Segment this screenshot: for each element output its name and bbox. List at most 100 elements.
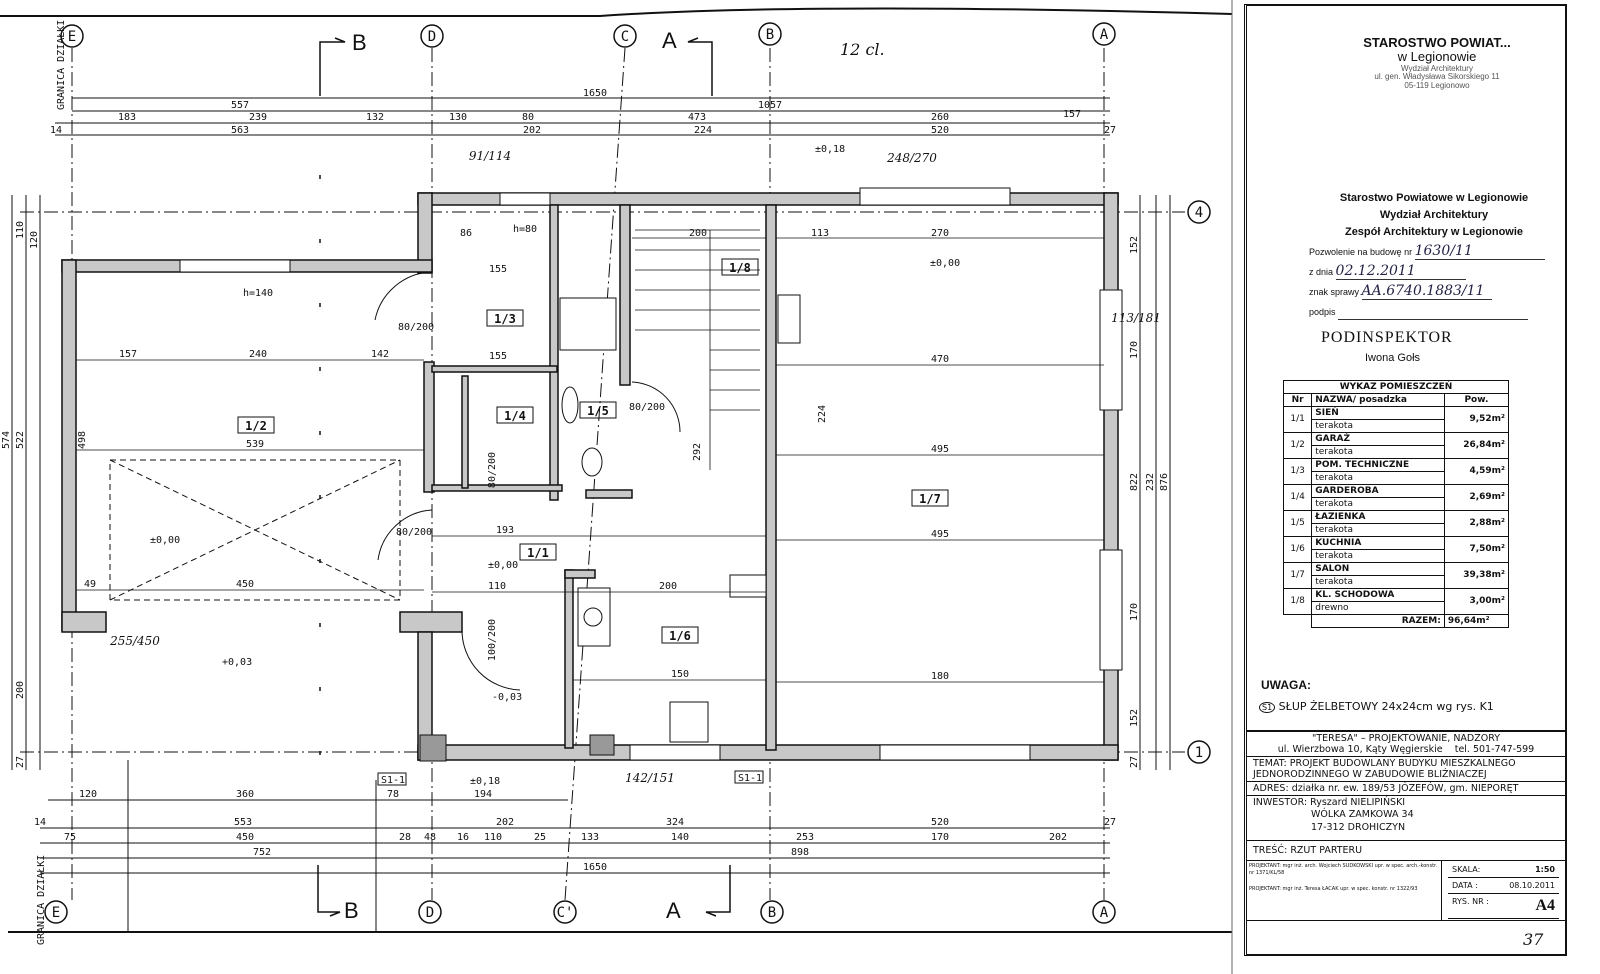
room-number: 1/8 [1282,588,1313,615]
drawing-number: A4 [1535,897,1555,915]
column-header: Nr [1282,393,1313,407]
axis-label-d: D [426,905,434,921]
dim-bottom: 16 [457,832,469,843]
date-label: DATA : [1452,881,1478,891]
room-name: SIEŃ [1311,406,1445,420]
dim-bottom: 324 [666,817,684,828]
axis-label-e: E [52,905,60,921]
room-floor: terakota [1311,575,1445,589]
room-tag-1-3: 1/3 [494,312,516,326]
designer-2: PROJEKTANT: mgr inż. Teresa ŁACAK upr. w… [1249,886,1418,893]
column-header: Pow. [1443,393,1510,407]
room-tag-1-2: 1/2 [245,419,267,433]
dim-bottom: 170 [931,832,949,843]
room-floor: terakota [1311,445,1445,459]
level-mark: ±0,18 [815,144,845,155]
room-area: 2,88m² [1443,510,1510,537]
dim-bottom: 553 [234,817,252,828]
title-block: STAROSTWO POWIAT... w Legionowie Wydział… [1244,4,1567,956]
dim-left: 498 [77,431,88,449]
dim-interior: 495 [931,529,949,540]
section-lines [317,37,731,917]
door-tag: 80/200 [396,527,432,538]
note-item: S1 SŁUP ŻELBETOWY 24x24cm wg rys. K1 [1259,700,1494,715]
axis-label-a: A [1100,905,1109,921]
dim-bottom: 28 [399,832,411,843]
topic: PROJEKT BUDOWLANY BUDYKU MIESZKALNEGO JE… [1253,758,1516,780]
room-tag-1-1: 1/1 [527,546,549,560]
handwritten-note: 12 cl. [840,40,885,59]
door-tag: 100/200 [487,619,498,661]
level-mark: ±0,00 [488,560,518,571]
room-name: KUCHNIA [1311,536,1445,550]
dimension-lines-side [11,195,1171,770]
dim-interior: 49 [84,579,96,590]
topic-label: TEMAT: [1253,758,1287,769]
room-area: 26,84m² [1443,432,1510,459]
room-number: 1/4 [1282,484,1313,511]
axis-label-e: E [68,29,76,45]
dim-interior: 86 [460,228,472,239]
dim-top: 1057 [758,100,782,111]
axis-label-a: A [1100,27,1109,43]
dim-top: 130 [449,112,467,123]
fixtures [419,294,801,762]
room-floor: terakota [1311,419,1445,433]
dim-top: 239 [249,112,267,123]
dim-right: 152 [1129,236,1140,254]
dim-top: 1650 [583,88,607,99]
walls [61,192,1119,761]
room-name: SALON [1311,562,1445,576]
room-floor: terakota [1311,523,1445,537]
total-label: RAZEM: [1311,614,1445,628]
room-number: 1/1 [1282,406,1313,433]
axis-label-c-prime: C' [557,905,574,921]
dim-bottom: 110 [484,832,502,843]
axis-label-1: 1 [1195,745,1203,761]
dim-interior: 200 [659,581,677,592]
column-tag: S1-1 [381,775,405,786]
dim-bottom: 898 [791,847,809,858]
dim-bottom: 120 [79,789,97,800]
dim-left: 574 [1,431,12,449]
page-number: 37 [1523,930,1544,949]
office-stamp: STAROSTWO POWIAT... w Legionowie Wydział… [1327,35,1547,91]
room-name: GARDEROBA [1311,484,1445,498]
section-mark-a: A [666,898,681,923]
scale-value: 1:50 [1535,865,1555,875]
dim-bottom: 450 [236,832,254,843]
dim-top: 27 [1104,125,1116,136]
room-name: GARAŻ [1311,432,1445,446]
room-tag-1-4: 1/4 [504,409,526,423]
dim-left: 110 [15,221,26,239]
axis-label-c: C [621,29,629,45]
dim-right: 822 [1129,473,1140,491]
dim-right: 170 [1129,603,1140,621]
doors [109,271,681,691]
grid-axes [20,47,1185,901]
axis-bubbles [44,22,1211,924]
dim-bottom: 194 [474,789,492,800]
window-tag: 142/151 [625,771,675,785]
dim-right: 27 [1129,756,1140,768]
site-address: działka nr. ew. 189/53 JÓZEFÓW, gm. NIEP… [1291,783,1519,794]
room-area: 9,52m² [1443,406,1510,433]
dim-right: 232 [1145,473,1156,491]
investor-name: Ryszard NIELIPIŃSKI [1310,797,1406,808]
level-mark: ±0,00 [930,258,960,269]
dim-top: 80 [522,112,534,123]
dim-left: 27 [15,756,26,768]
firm-address: ul. Wierzbowa 10, Kąty Węgierskie [1277,744,1443,755]
level-mark: -0,03 [492,692,522,703]
window-tag: h=140 [243,288,273,299]
permit-number: 1630/11 [1414,243,1545,260]
room-number: 1/3 [1282,458,1313,485]
dim-top: 520 [931,125,949,136]
dim-bottom: 133 [581,832,599,843]
axis-label-b: B [768,905,776,921]
axis-label-b: B [766,27,774,43]
stamp-line: Wydział Architektury [1401,63,1473,73]
